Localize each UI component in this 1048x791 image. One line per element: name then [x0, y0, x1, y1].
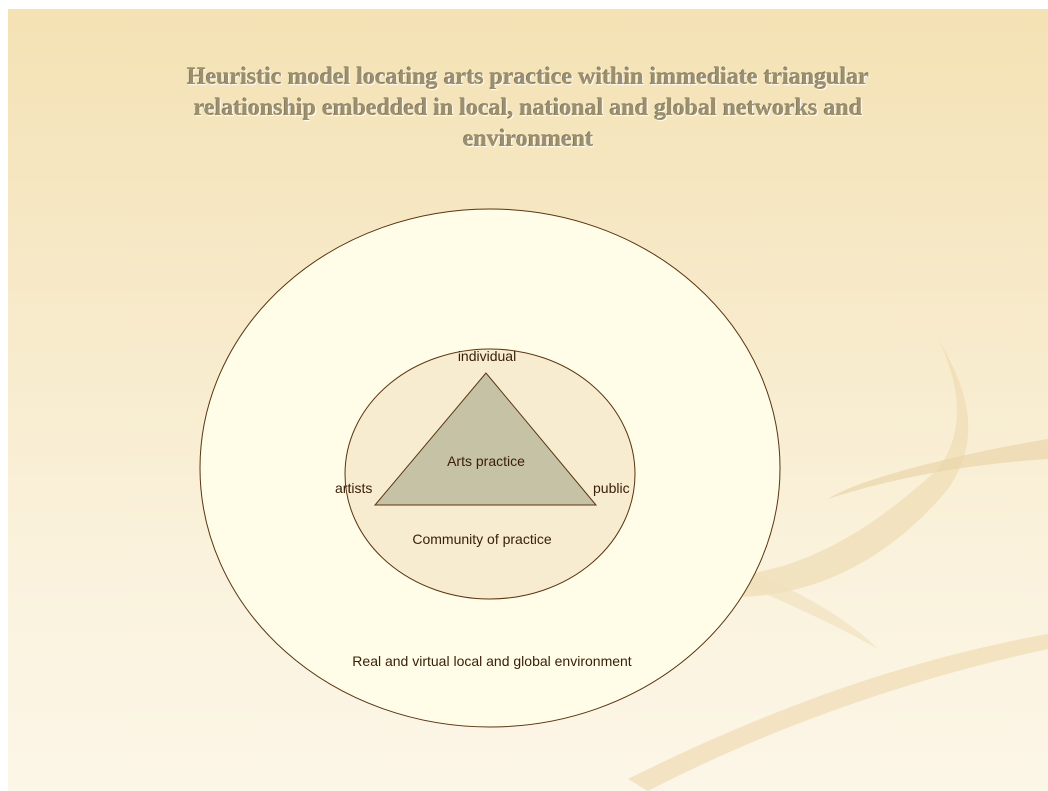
title-line-1: Heuristic model locating arts practice w…: [187, 64, 869, 90]
arts-practice-triangle: [373, 372, 598, 506]
title-line-2: relationship embedded in local, national…: [193, 95, 863, 121]
triangle-label: Arts practice: [447, 453, 525, 469]
slide-title: Heuristic model locating arts practice w…: [68, 62, 988, 155]
heuristic-model-diagram: individual Arts practice artists public …: [199, 208, 781, 728]
slide: Heuristic model locating arts practice w…: [8, 9, 1048, 791]
outer-circle-label: Real and virtual local and global enviro…: [352, 653, 632, 669]
background-swoosh-decoration: [568, 339, 1048, 791]
vertex-label-individual: individual: [458, 348, 516, 364]
vertex-label-public: public: [593, 480, 630, 496]
title-line-3: environment: [462, 126, 594, 152]
vertex-label-artists: artists: [335, 480, 372, 496]
inner-circle-label: Community of practice: [412, 531, 551, 547]
